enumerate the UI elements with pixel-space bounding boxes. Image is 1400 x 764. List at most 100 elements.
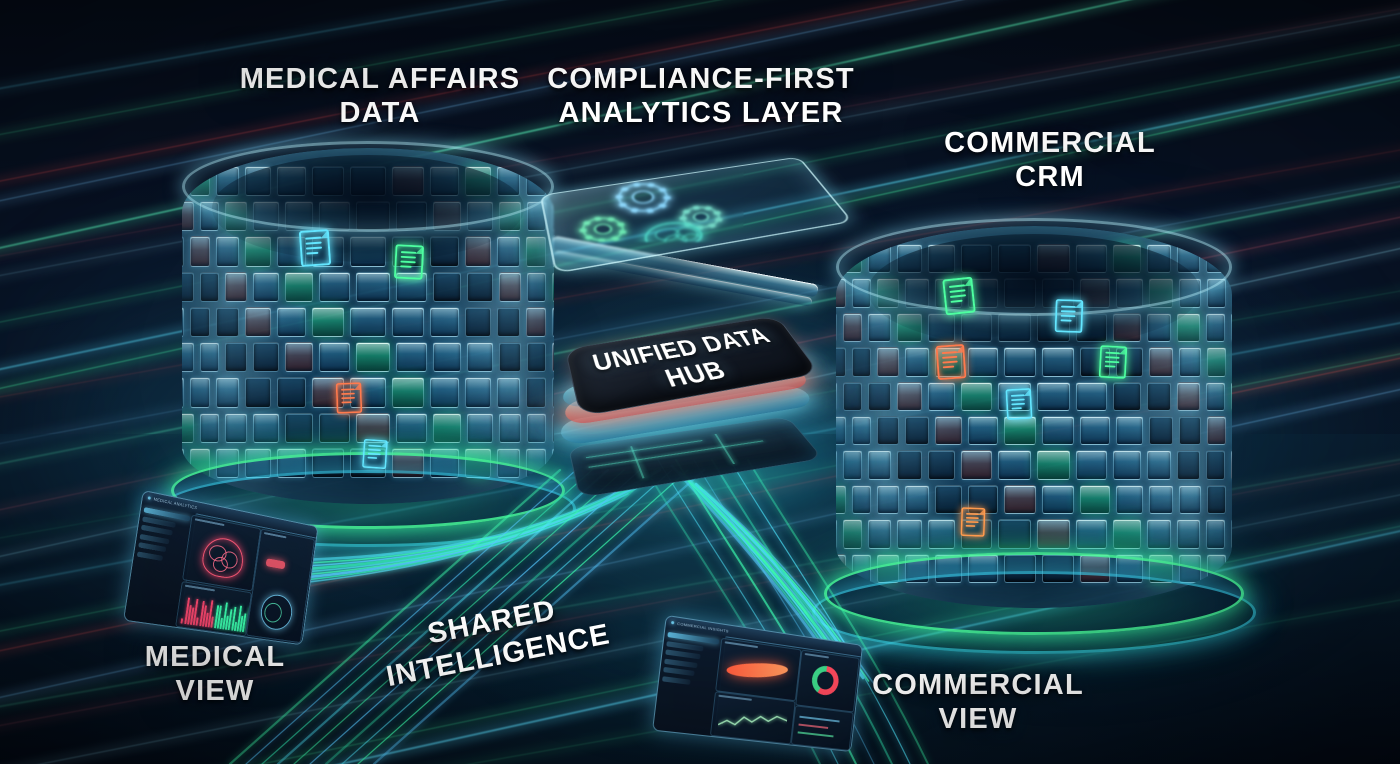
sidebar-nav-item[interactable] — [662, 675, 692, 685]
medical-dashboard-sidebar[interactable] — [124, 502, 198, 628]
bar — [219, 617, 223, 629]
silo-brick — [1206, 416, 1226, 446]
sidebar-nav-item[interactable] — [665, 649, 701, 660]
donut-chart-widget[interactable] — [795, 649, 860, 713]
silo-brick — [284, 412, 313, 443]
sidebar-nav-item[interactable] — [142, 515, 177, 528]
legend-widget[interactable] — [790, 705, 854, 751]
silo-brick — [498, 412, 522, 443]
sidebar-nav-item[interactable] — [666, 640, 704, 651]
silo-brick — [1042, 278, 1075, 308]
light-streak — [0, 280, 1400, 729]
light-streak — [0, 0, 1400, 323]
dashboard-commercial-view: COMMERCIAL INSIGHTS — [652, 614, 863, 753]
commercial-dashboard-sidebar[interactable] — [653, 627, 727, 737]
silo-brick — [224, 412, 248, 443]
medical-dashboard-body — [174, 512, 316, 644]
medical-dashboard-frame[interactable]: MEDICAL ANALYTICS — [122, 489, 319, 646]
silo-brick — [525, 306, 546, 338]
data-stream-path — [287, 475, 653, 568]
silo-brick — [1080, 347, 1110, 377]
light-streak — [0, 0, 1400, 469]
hub-rim-red — [562, 366, 813, 427]
bar — [247, 627, 251, 633]
silo-brick — [904, 484, 930, 515]
sidebar-nav-item[interactable] — [143, 507, 191, 522]
document-line — [949, 289, 966, 293]
brain-scan-widget[interactable] — [182, 514, 262, 592]
silo-brick — [464, 236, 491, 267]
territory-widget[interactable] — [714, 637, 802, 702]
hub-circuit-trace-2 — [588, 440, 764, 468]
bar — [239, 615, 244, 632]
silo-brick-row — [182, 377, 554, 408]
widget-caption-bar — [185, 584, 215, 592]
silo-brick — [396, 201, 428, 232]
silo-brick-row — [182, 412, 554, 443]
silo-brick — [224, 271, 248, 302]
silo-brick — [496, 236, 520, 267]
gear-icon-small — [677, 204, 725, 231]
silo-brick — [1042, 553, 1075, 584]
sidebar-nav-item[interactable] — [139, 533, 170, 544]
document-icon — [1005, 388, 1033, 420]
bar — [204, 612, 209, 627]
hub-circuit-trace-3 — [630, 446, 645, 479]
bar — [198, 601, 205, 626]
trend-line-widget[interactable] — [709, 691, 796, 745]
silo-brick — [836, 519, 837, 549]
imaging-widget[interactable] — [246, 528, 316, 644]
silo-brick — [253, 271, 279, 302]
silo-brick — [355, 201, 391, 232]
bar — [222, 602, 228, 630]
sidebar-nav-item[interactable] — [138, 542, 167, 553]
signal-bars-widget[interactable] — [175, 580, 253, 637]
silo-left-shell — [182, 148, 554, 504]
silo-brick — [429, 377, 459, 408]
commercial-dashboard-body — [708, 635, 861, 751]
data-stream-path — [703, 489, 875, 685]
document-line — [368, 448, 381, 452]
silo-brick — [1042, 347, 1075, 377]
silo-brick — [464, 306, 491, 338]
bar — [250, 608, 253, 634]
sidebar-nav-item[interactable] — [664, 658, 698, 668]
commercial-dashboard-frame[interactable]: COMMERCIAL INSIGHTS — [652, 614, 863, 753]
sidebar-nav-item[interactable] — [663, 666, 695, 677]
silo-brick — [527, 271, 547, 302]
bar — [201, 605, 207, 627]
silo-brick — [968, 278, 998, 308]
light-streak — [0, 279, 1400, 705]
silo-brick — [277, 447, 307, 479]
silo-right-inner-shadow — [867, 233, 1201, 349]
data-stream-path — [679, 471, 842, 667]
brain-fold — [653, 227, 682, 242]
silo-right-top-rim — [836, 218, 1232, 317]
legend-line — [799, 715, 840, 723]
silo-brick — [429, 306, 459, 338]
sidebar-nav-item[interactable] — [140, 524, 174, 536]
silo-brick — [245, 166, 272, 197]
document-line — [400, 251, 417, 254]
silo-brick — [496, 447, 520, 479]
brain-icon — [200, 535, 246, 581]
silo-brick — [396, 271, 428, 302]
silo-right-document-icons — [836, 226, 1232, 608]
document-line — [965, 520, 979, 523]
data-stream-path — [657, 459, 839, 764]
document-line — [1105, 351, 1120, 355]
sidebar-nav-item[interactable] — [667, 631, 720, 645]
silo-brick — [836, 450, 837, 480]
data-stream-path — [691, 480, 859, 676]
silo-brick — [927, 312, 956, 343]
silo-brick — [199, 342, 219, 373]
silo-brick — [836, 347, 847, 377]
hub-label: UNIFIED DATA HUB — [589, 322, 776, 394]
document-line — [942, 355, 958, 359]
silo-brick — [1037, 519, 1071, 549]
silo-brick — [1037, 312, 1071, 343]
sidebar-nav-item[interactable] — [136, 550, 164, 561]
silo-brick — [852, 484, 872, 515]
silo-brick — [284, 271, 313, 302]
silo-brick-row — [836, 484, 1232, 515]
